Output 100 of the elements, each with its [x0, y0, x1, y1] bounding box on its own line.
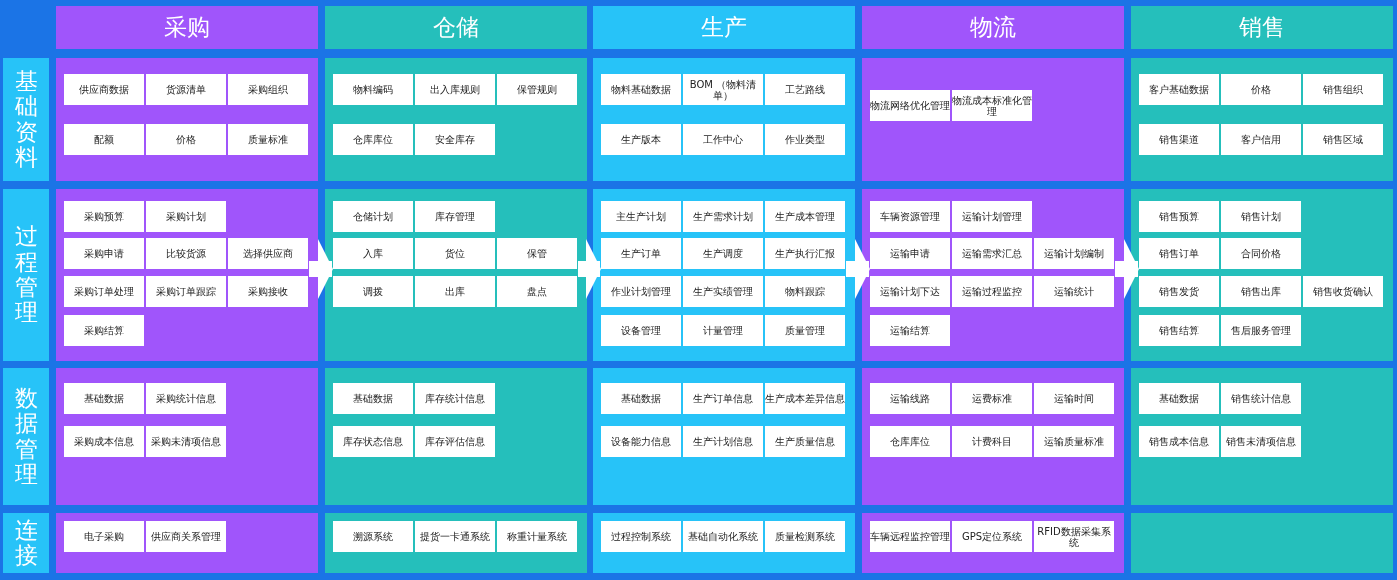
function-item: 基础自动化系统	[683, 521, 763, 552]
function-item: 销售预算	[1139, 201, 1219, 232]
block-arrow	[846, 239, 870, 299]
function-item: 调拨	[333, 276, 413, 307]
function-item: 质量标准	[228, 124, 308, 155]
function-item: 采购计划	[146, 201, 226, 232]
function-item: 物流成本标准化管理	[952, 90, 1032, 121]
module-cell	[325, 189, 587, 361]
column-header: 仓储	[325, 6, 587, 49]
column-header: 采购	[56, 6, 318, 49]
function-item: 生产计划信息	[683, 426, 763, 457]
function-item: 生产版本	[601, 124, 681, 155]
function-item: 基础数据	[1139, 383, 1219, 414]
function-item: 运输申请	[870, 238, 950, 269]
function-item: 运输时间	[1034, 383, 1114, 414]
function-item: 物料编码	[333, 74, 413, 105]
function-item: 销售统计信息	[1221, 383, 1301, 414]
function-item: 采购组织	[228, 74, 308, 105]
row-header-band	[3, 189, 49, 361]
function-item: 货位	[415, 238, 495, 269]
function-item: 电子采购	[64, 521, 144, 552]
module-cell	[325, 513, 587, 573]
function-item: 计费科目	[952, 426, 1032, 457]
row-header-text: 基础资料	[14, 68, 38, 171]
function-item: 供应商关系管理	[146, 521, 226, 552]
function-item: 出库	[415, 276, 495, 307]
function-item: 销售订单	[1139, 238, 1219, 269]
function-item: RFID数据采集系统	[1034, 521, 1114, 552]
function-item: 货源清单	[146, 74, 226, 105]
block-arrow	[1115, 239, 1139, 299]
function-item: 溯源系统	[333, 521, 413, 552]
function-item: 库存状态信息	[333, 426, 413, 457]
module-cell	[56, 513, 318, 573]
module-cell	[862, 189, 1124, 361]
module-cell	[56, 189, 318, 361]
module-cell	[593, 368, 855, 505]
module-cell	[1131, 368, 1393, 505]
function-item: 销售计划	[1221, 201, 1301, 232]
row-header-text: 数据管理	[14, 385, 38, 488]
function-item: 提货一卡通系统	[415, 521, 495, 552]
function-item: 运输统计	[1034, 276, 1114, 307]
function-item: 保管规则	[497, 74, 577, 105]
function-item: 生产成本管理	[765, 201, 845, 232]
function-item: 运输质量标准	[1034, 426, 1114, 457]
function-item: 仓库库位	[870, 426, 950, 457]
function-item: 采购接收	[228, 276, 308, 307]
function-item: 采购订单处理	[64, 276, 144, 307]
module-cell	[862, 368, 1124, 505]
function-item: 作业计划管理	[601, 276, 681, 307]
function-item: 采购统计信息	[146, 383, 226, 414]
column-header: 物流	[862, 6, 1124, 49]
function-item: 计量管理	[683, 315, 763, 346]
function-item: 选择供应商	[228, 238, 308, 269]
function-item: 生产执行汇报	[765, 238, 845, 269]
row-header-band	[3, 58, 49, 181]
function-item: 基础数据	[333, 383, 413, 414]
function-item: 生产质量信息	[765, 426, 845, 457]
function-item: 销售成本信息	[1139, 426, 1219, 457]
function-item: 价格	[1221, 74, 1301, 105]
row-header-text: 连接	[14, 517, 38, 569]
function-item: 客户信用	[1221, 124, 1301, 155]
module-cell	[1131, 513, 1393, 573]
function-item: 采购未清项信息	[146, 426, 226, 457]
function-item: 运输计划编制	[1034, 238, 1114, 269]
function-item: 采购结算	[64, 315, 144, 346]
function-item: 质量管理	[765, 315, 845, 346]
function-item: 入库	[333, 238, 413, 269]
function-item: GPS定位系统	[952, 521, 1032, 552]
function-item: 运输计划管理	[952, 201, 1032, 232]
function-item: 基础数据	[64, 383, 144, 414]
module-cell	[862, 513, 1124, 573]
function-item: 销售区域	[1303, 124, 1383, 155]
module-cell	[593, 513, 855, 573]
function-item: 工艺路线	[765, 74, 845, 105]
function-item: 采购订单跟踪	[146, 276, 226, 307]
function-item: 运费标准	[952, 383, 1032, 414]
function-item: 运输需求汇总	[952, 238, 1032, 269]
function-item: 设备能力信息	[601, 426, 681, 457]
function-item: 生产调度	[683, 238, 763, 269]
module-cell	[862, 58, 1124, 181]
function-item: 物料跟踪	[765, 276, 845, 307]
function-item: 销售发货	[1139, 276, 1219, 307]
function-item: 运输计划下达	[870, 276, 950, 307]
module-cell	[1131, 58, 1393, 181]
block-arrow	[578, 239, 601, 299]
function-item: 仓库库位	[333, 124, 413, 155]
function-item: 运输过程监控	[952, 276, 1032, 307]
function-item: 生产订单	[601, 238, 681, 269]
function-item: 供应商数据	[64, 74, 144, 105]
function-item: 安全库存	[415, 124, 495, 155]
function-item: 称重计量系统	[497, 521, 577, 552]
function-item: 设备管理	[601, 315, 681, 346]
row-header-band	[3, 513, 49, 573]
function-item: 售后服务管理	[1221, 315, 1301, 346]
module-cell	[325, 58, 587, 181]
column-header: 销售	[1131, 6, 1393, 49]
function-item: 销售未清项信息	[1221, 426, 1301, 457]
function-item: 合同价格	[1221, 238, 1301, 269]
function-item: 配额	[64, 124, 144, 155]
function-item: 作业类型	[765, 124, 845, 155]
